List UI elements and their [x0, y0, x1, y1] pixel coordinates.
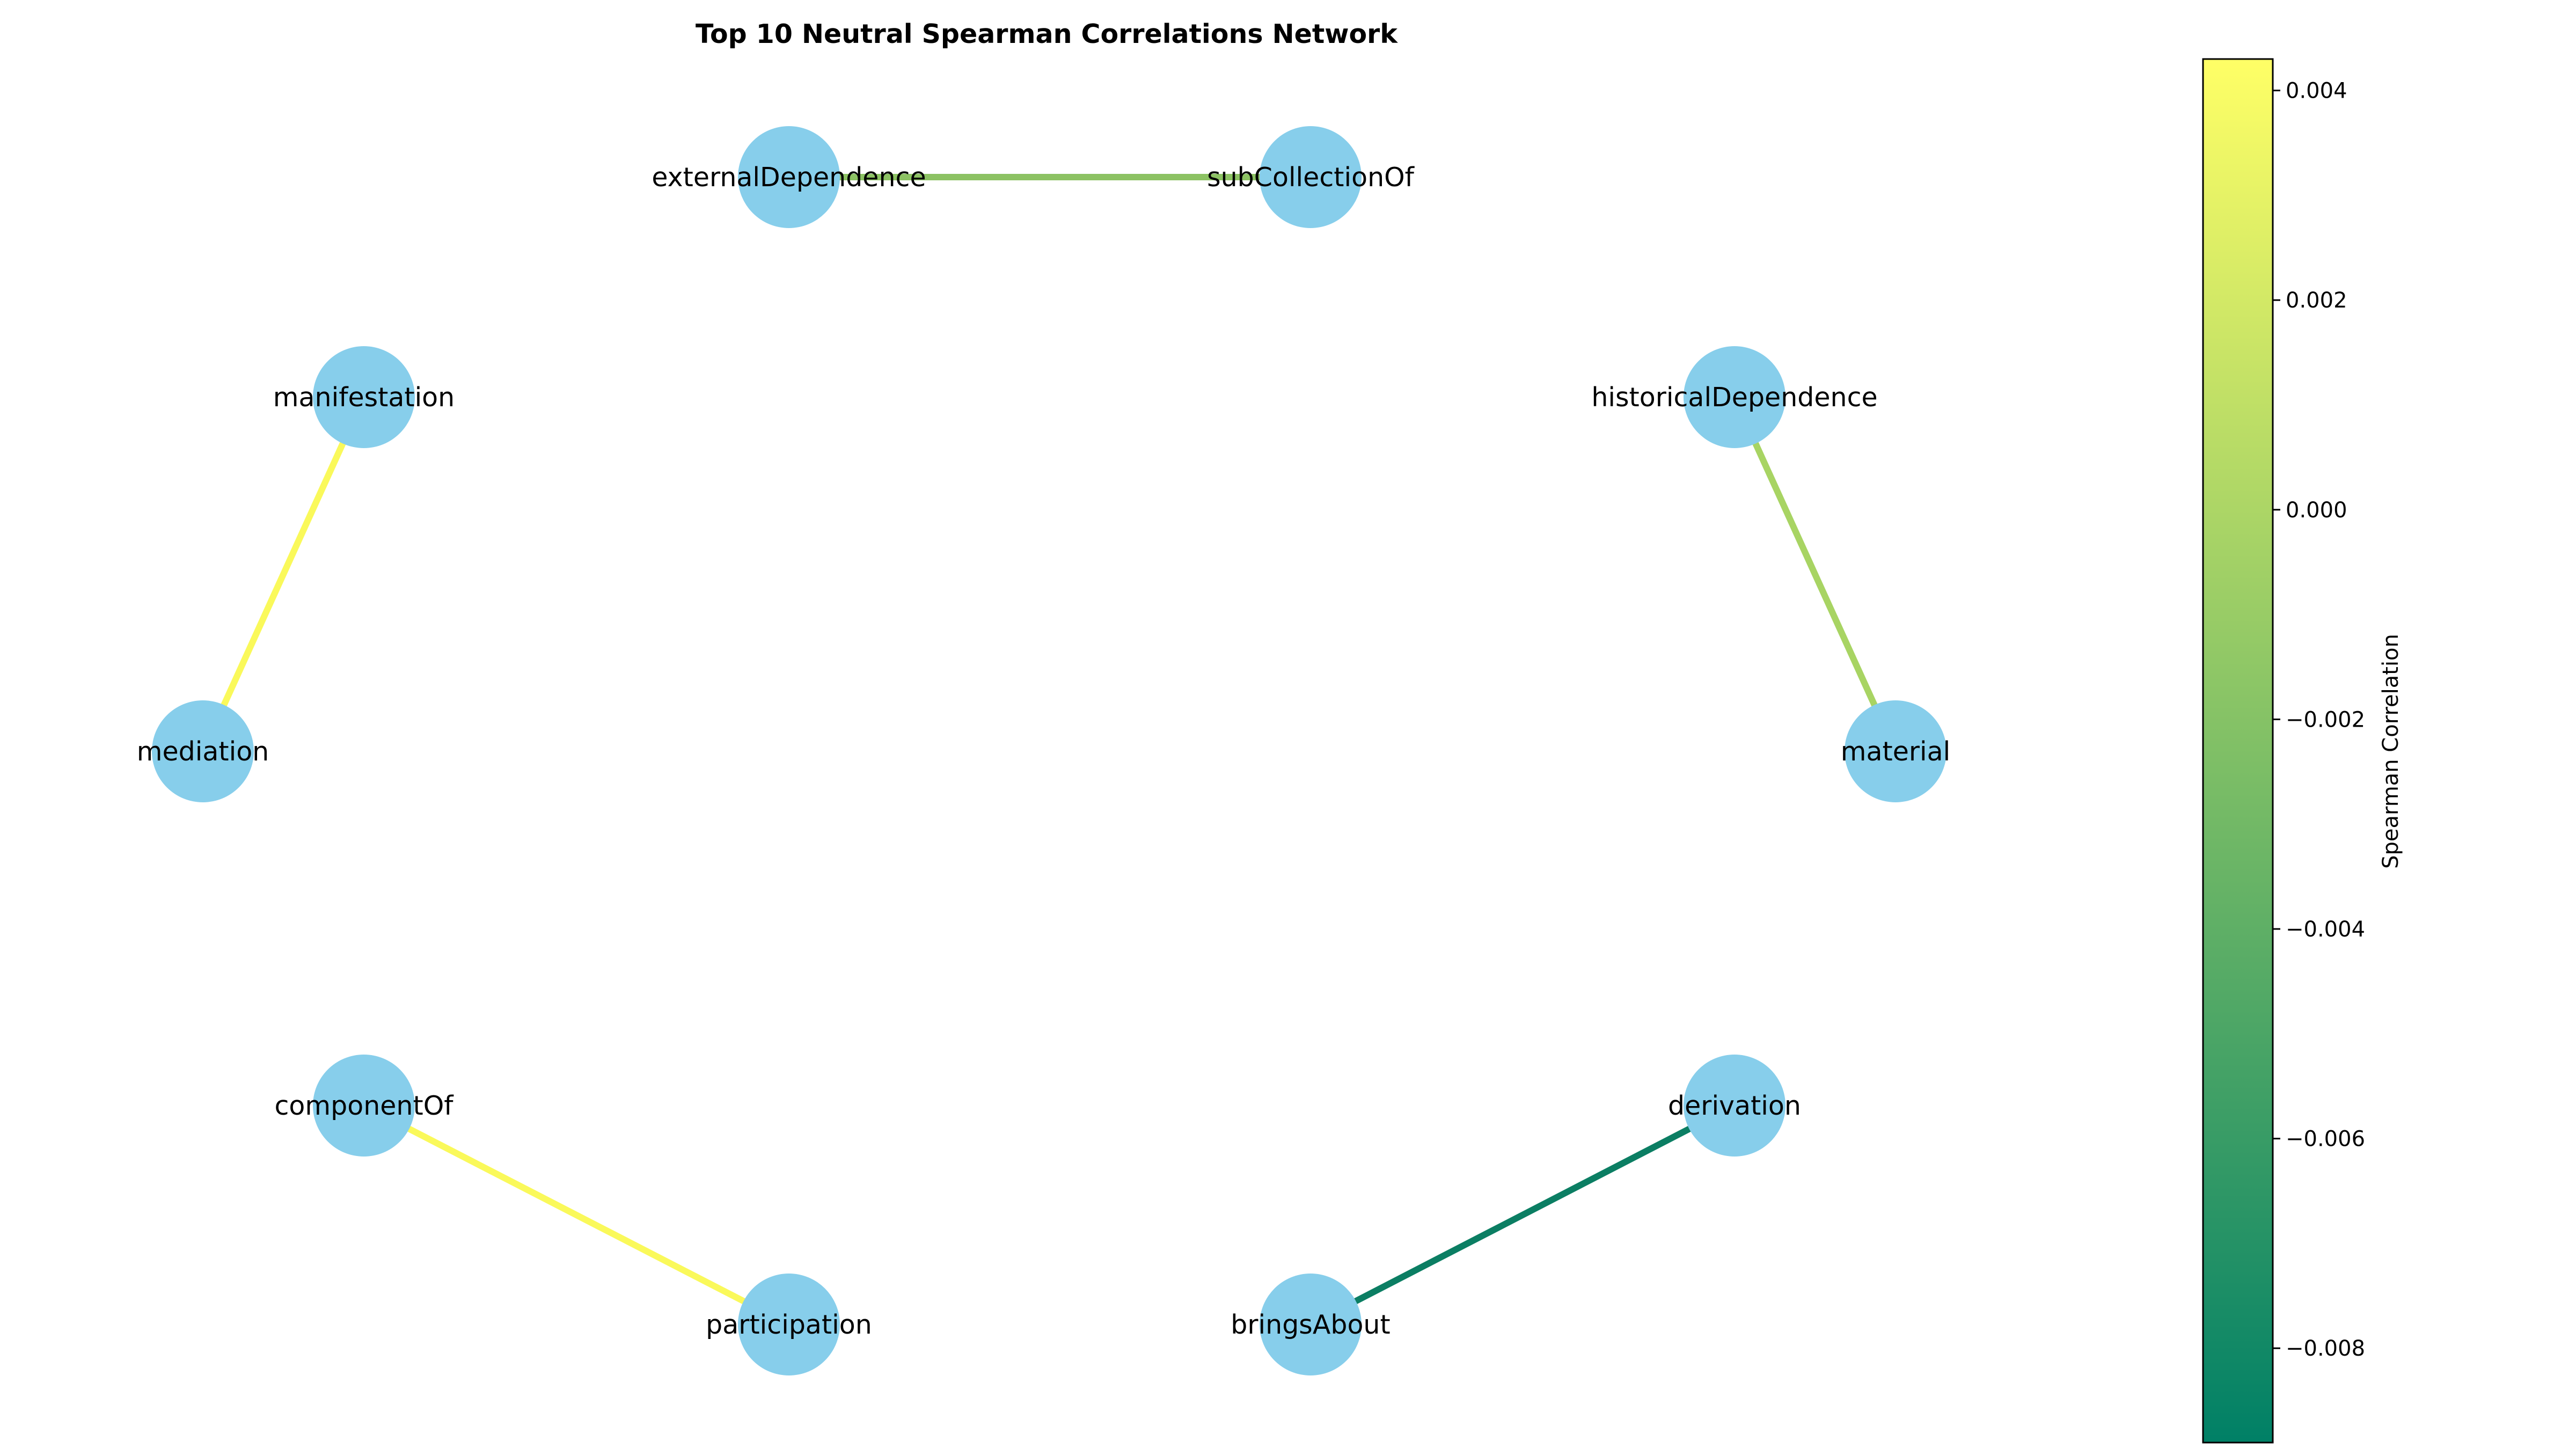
node-label-manifestation: manifestation: [273, 382, 455, 413]
node-externalDependence: [738, 126, 840, 228]
node-label-componentOf: componentOf: [274, 1091, 454, 1121]
node-componentOf: [313, 1055, 415, 1157]
node-manifestation: [313, 346, 415, 448]
colorbar-tick-label: 0.004: [2286, 79, 2347, 104]
edges-layer: [200, 174, 1899, 1328]
node-material: [1845, 700, 1946, 802]
colorbar-ticks: 0.004 0.002 0.000 −0.002 −0.004 −0.006 −0.008: [2273, 79, 2365, 1361]
edge-historicalDependence-material: [1731, 396, 1899, 753]
edge-manifestation-mediation: [200, 396, 367, 753]
node-subCollectionOf: [1260, 126, 1362, 228]
colorbar-tick-label: −0.004: [2286, 917, 2365, 942]
edge-componentOf-participation: [362, 1102, 791, 1328]
node-label-historicalDependence: historicalDependence: [1591, 382, 1877, 413]
node-label-material: material: [1841, 736, 1951, 767]
colorbar-tick-label: −0.002: [2286, 707, 2365, 732]
node-historicalDependence: [1684, 346, 1785, 448]
colorbar: 0.0040.0020.000−0.002−0.004−0.006−0.008 …: [2202, 58, 2403, 1444]
node-label-mediation: mediation: [137, 736, 269, 767]
node-participation: [738, 1274, 840, 1375]
colorbar-tick-label: 0.000: [2286, 498, 2347, 523]
node-label-bringsAbout: bringsAbout: [1231, 1309, 1390, 1340]
colorbar-tick-label: −0.008: [2286, 1336, 2365, 1361]
colorbar-gradient: [2202, 58, 2274, 1444]
colorbar-tick-label: 0.002: [2286, 288, 2347, 313]
node-bringsAbout: [1260, 1274, 1362, 1375]
node-label-participation: participation: [706, 1309, 872, 1340]
colorbar-tick-label: −0.006: [2286, 1127, 2365, 1152]
node-mediation: [152, 700, 254, 802]
node-label-subCollectionOf: subCollectionOf: [1207, 162, 1415, 193]
node-label-externalDependence: externalDependence: [652, 162, 926, 193]
edge-derivation-bringsAbout: [1309, 1102, 1736, 1328]
node-label-derivation: derivation: [1668, 1091, 1801, 1121]
nodes-layer: externalDependence subCollectionOf manifes…: [137, 126, 1951, 1375]
figure-title: Top 10 Neutral Spearman Correlations Net…: [696, 19, 1398, 49]
colorbar-label: Spearman Correlation: [2379, 634, 2403, 869]
node-derivation: [1684, 1055, 1785, 1157]
